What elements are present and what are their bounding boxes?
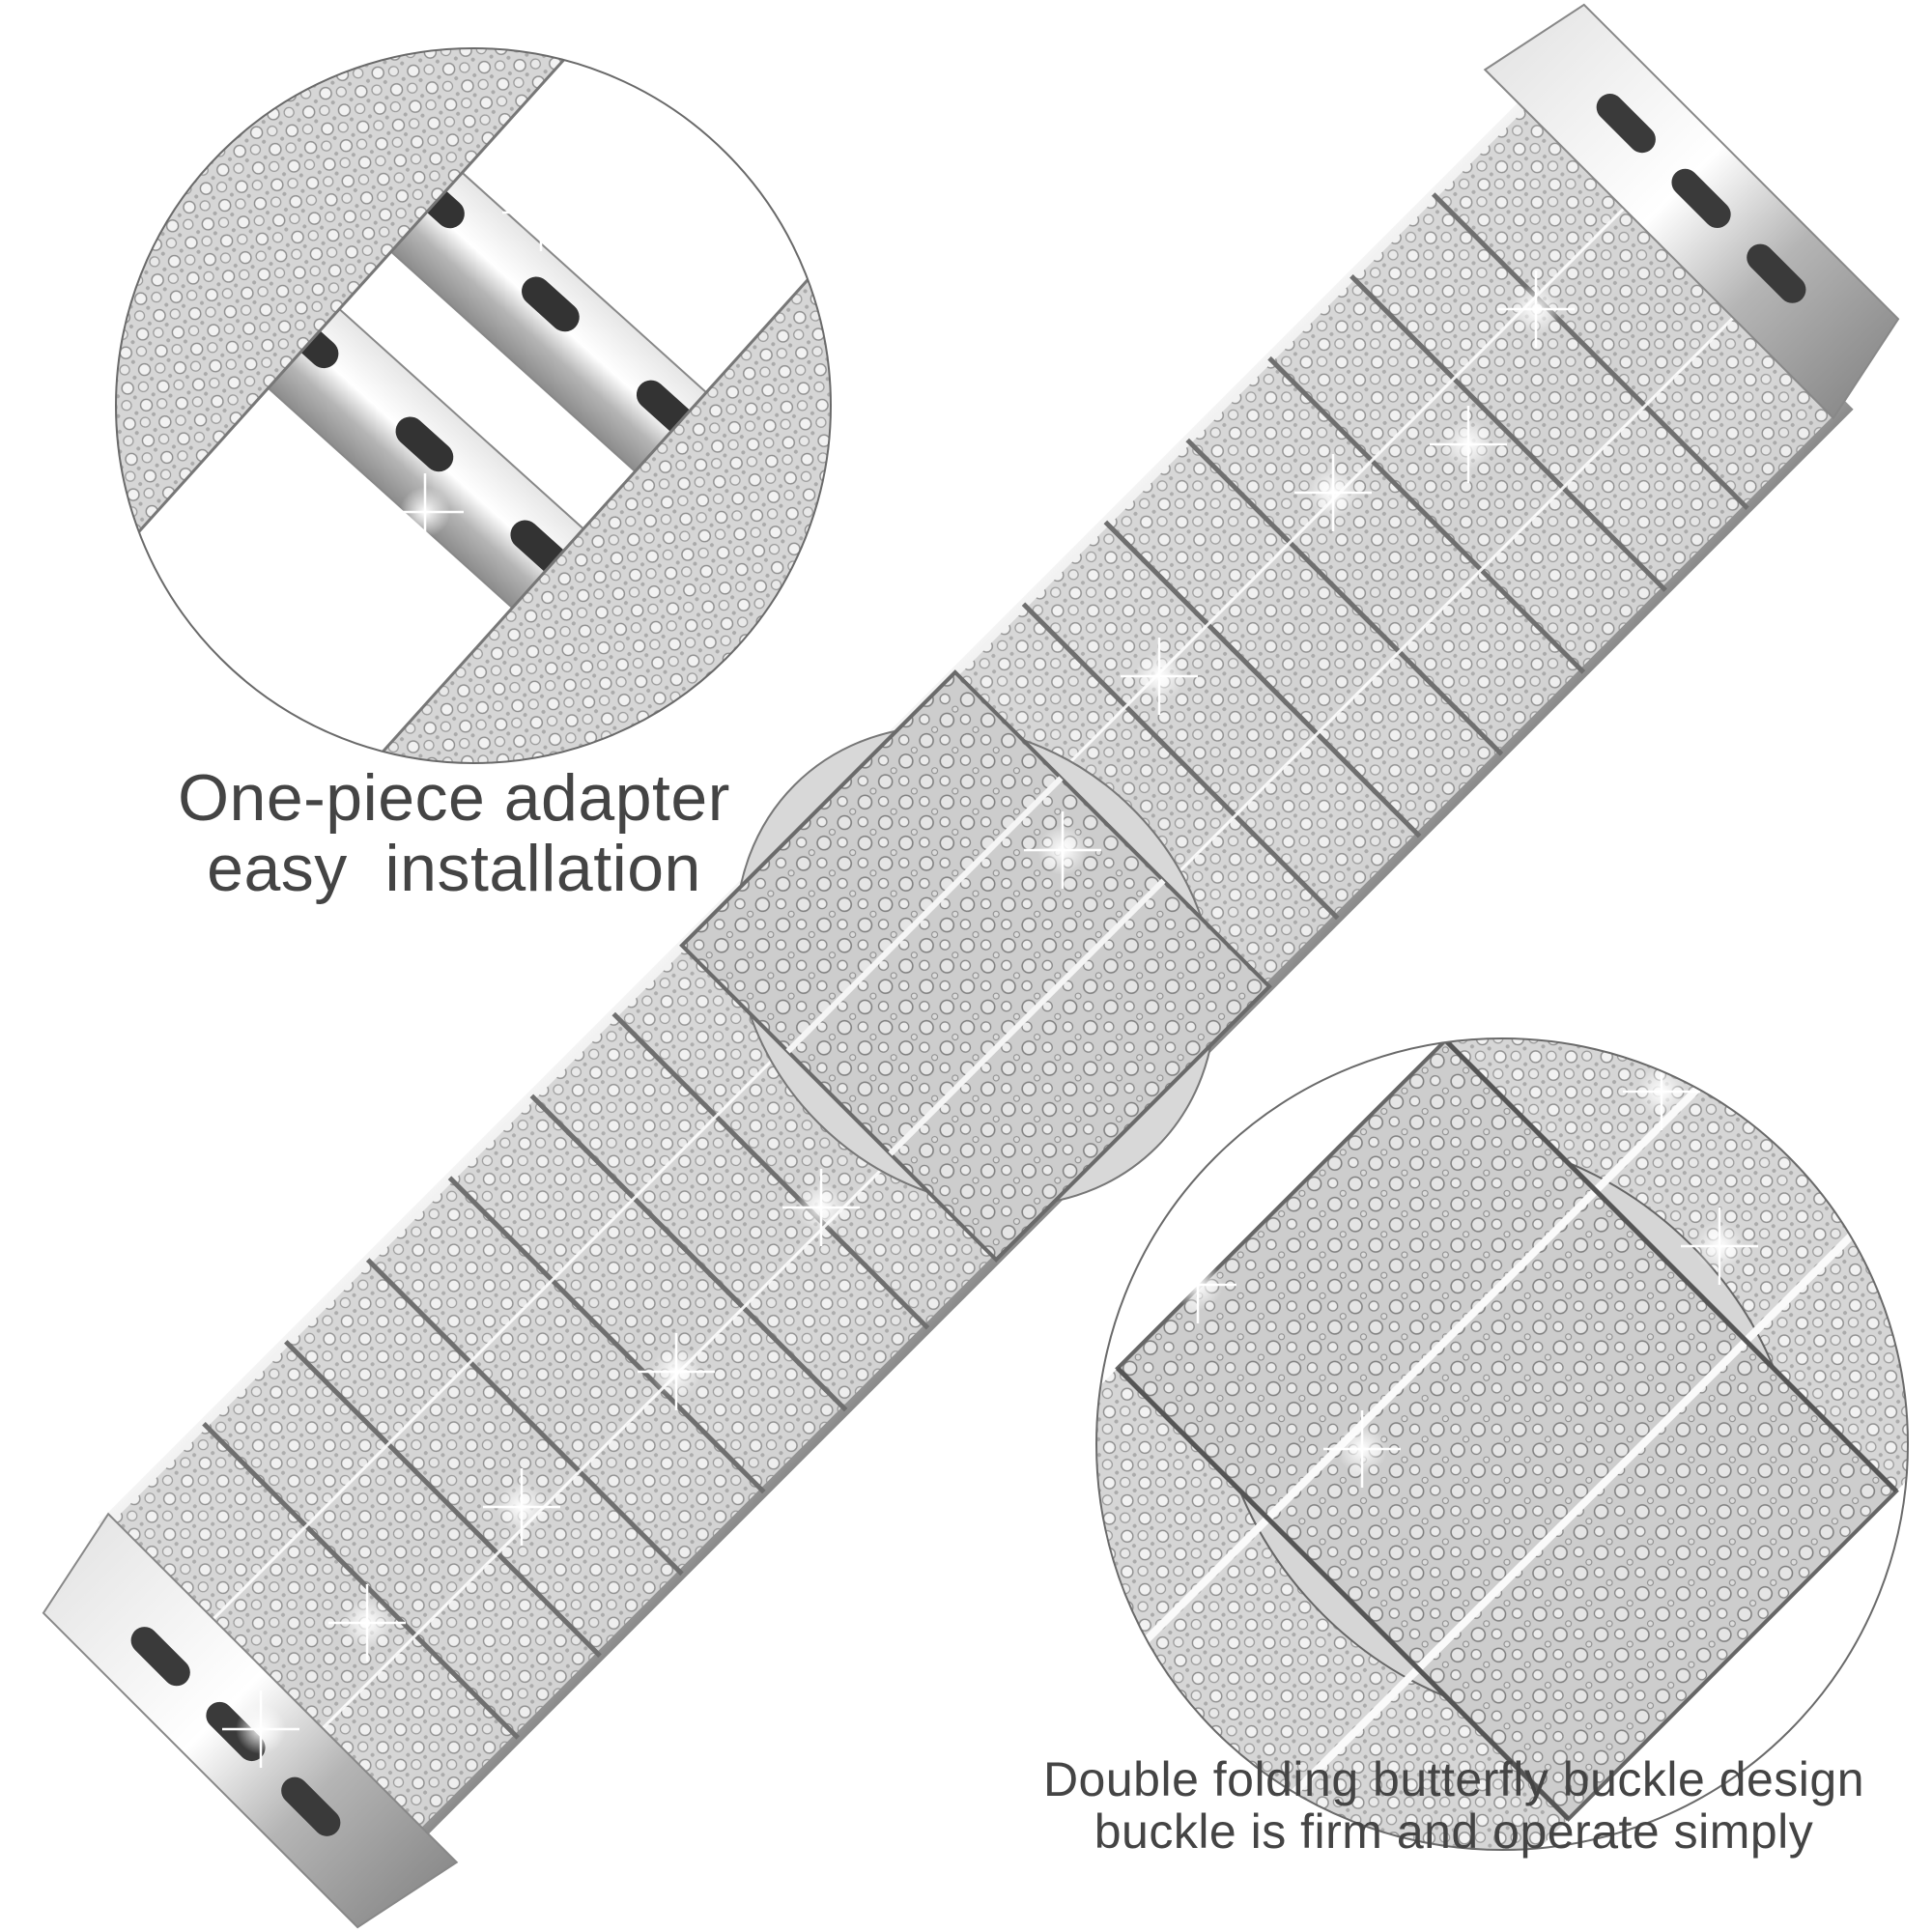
buckle-caption: Double folding butterfly buckle design b… bbox=[976, 1753, 1932, 1858]
buckle-caption-line-1: Double folding butterfly buckle design bbox=[1042, 1752, 1865, 1806]
adapter-caption-line-2: easy installation bbox=[207, 832, 701, 906]
watch-band bbox=[98, 88, 1854, 1844]
callout-adapter-magnifier bbox=[115, 47, 832, 764]
adapter-caption: One-piece adapter easy installation bbox=[145, 761, 763, 906]
buckle-caption-line-2: buckle is firm and operate simply bbox=[1094, 1804, 1814, 1859]
adapter-caption-line-1: One-piece adapter bbox=[178, 761, 730, 835]
butterfly-buckle bbox=[679, 669, 1272, 1263]
adapter-top-right bbox=[1483, 3, 1900, 420]
